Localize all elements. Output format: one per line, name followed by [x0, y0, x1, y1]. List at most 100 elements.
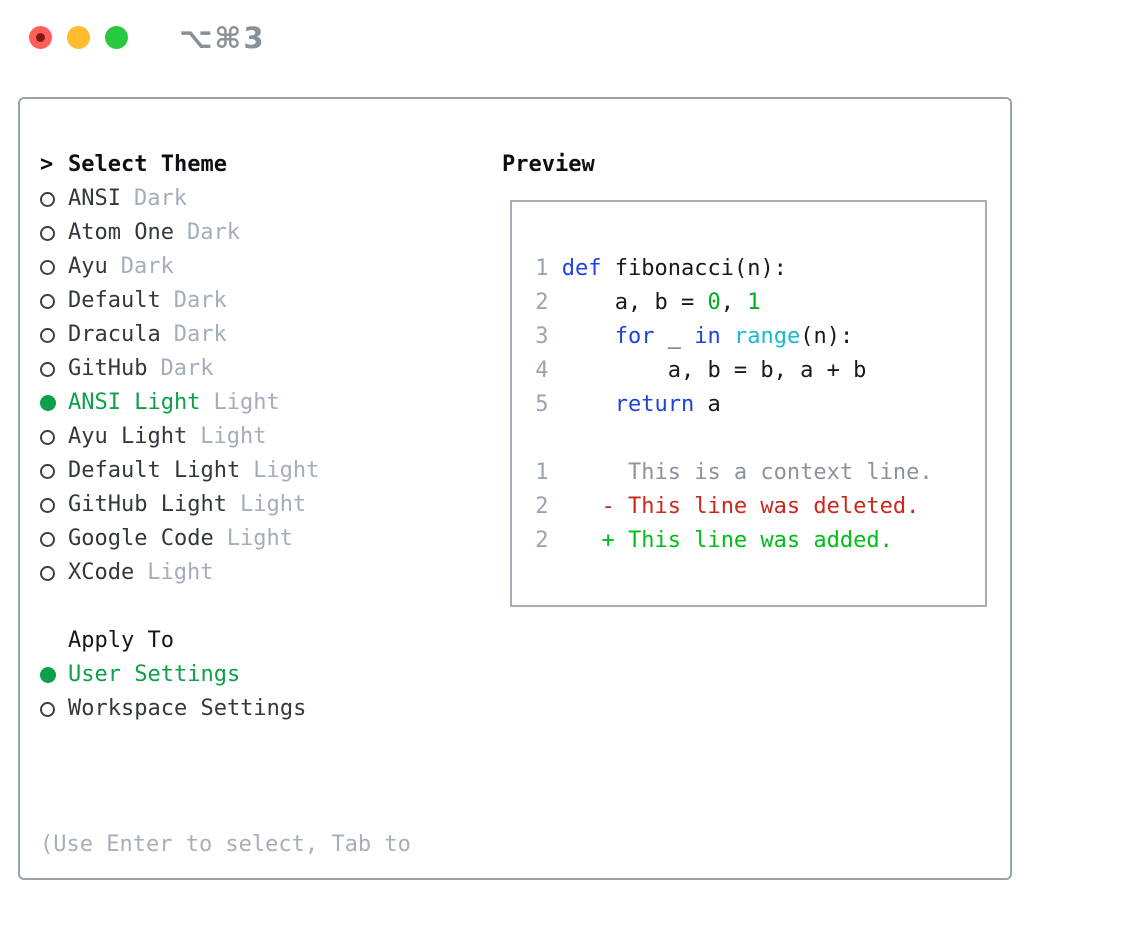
gutter-gap: [549, 528, 562, 553]
minimize-button[interactable]: [67, 26, 90, 49]
apply-to-title: Apply To: [68, 628, 174, 653]
theme-variant-badge: Light: [213, 390, 280, 415]
keyboard-hint-line-2: change focus): [40, 930, 502, 934]
code-token-plain: _: [654, 324, 695, 349]
line-number: 2: [522, 528, 549, 553]
preview-panel: Preview 1 def fibonacci(n): 2 a, b = 0, …: [502, 148, 1010, 878]
apply-to-header: Apply To: [40, 624, 502, 658]
line-number: 1: [522, 256, 549, 281]
theme-name: Default: [68, 288, 161, 313]
select-theme-header: > Select Theme: [40, 148, 502, 182]
blank-code-line: [522, 218, 985, 252]
marker-column: [40, 565, 68, 581]
diff-line-context: 1 This is a context line.: [522, 456, 985, 490]
radio-selected-icon: [40, 395, 56, 411]
radio-icon: [40, 327, 55, 343]
diff-line-deleted: 2 - This line was deleted.: [522, 490, 985, 524]
theme-name: Google Code: [68, 526, 214, 551]
marker-column: [40, 667, 68, 683]
code-token-plain: [562, 324, 615, 349]
theme-name: Ayu: [68, 254, 108, 279]
theme-name: XCode: [68, 560, 135, 585]
radio-icon: [40, 225, 55, 241]
theme-variant-badge: Light: [147, 560, 214, 585]
apply-to-option-label: User Settings: [68, 662, 241, 687]
marker-column: [40, 293, 68, 309]
radio-icon: [40, 259, 55, 275]
preview-title: Preview: [502, 152, 595, 177]
marker-column: [40, 531, 68, 547]
radio-icon: [40, 429, 55, 445]
apply-to-option[interactable]: Workspace Settings: [40, 692, 502, 726]
code-line: 1 def fibonacci(n):: [522, 252, 985, 286]
theme-option[interactable]: GitHub Light Light: [40, 488, 502, 522]
code-preview-box: 1 def fibonacci(n): 2 a, b = 0, 1 3 for …: [510, 200, 987, 607]
gutter-gap: [549, 392, 562, 417]
theme-name: GitHub Light: [68, 492, 227, 517]
zoom-button[interactable]: [105, 26, 128, 49]
gutter-gap: [549, 358, 562, 383]
apply-to-option-label: Workspace Settings: [68, 696, 307, 721]
code-line: 4 a, b = b, a + b: [522, 354, 985, 388]
diff-text-added: + This line was added.: [561, 528, 893, 553]
marker-column: [40, 395, 68, 411]
code-token-keyword: def: [561, 256, 602, 281]
marker-column: >: [40, 148, 68, 182]
theme-option[interactable]: ANSI Light Light: [40, 386, 502, 420]
code-line: 2 a, b = 0, 1: [522, 286, 985, 320]
line-number: 5: [522, 392, 549, 417]
theme-variant-badge: Light: [239, 492, 307, 517]
diff-line-added: 2 + This line was added.: [522, 524, 985, 558]
code-token-plain: a, b =: [561, 290, 708, 315]
code-line: 3 for _ in range(n):: [522, 320, 985, 354]
close-button[interactable]: [29, 26, 52, 49]
marker-column: [40, 361, 68, 377]
theme-option[interactable]: Ayu Light Light: [40, 420, 502, 454]
blank-code-line: [522, 422, 985, 456]
theme-option[interactable]: XCode Light: [40, 556, 502, 590]
theme-option[interactable]: Default Dark: [40, 284, 502, 318]
line-number: 3: [522, 324, 549, 349]
radio-icon: [40, 293, 55, 309]
code-token-keyword: in: [694, 324, 721, 349]
marker-column: [40, 701, 68, 717]
marker-column: [40, 497, 68, 513]
theme-variant-badge: Dark: [173, 288, 227, 313]
radio-icon: [40, 565, 55, 581]
radio-icon: [40, 701, 55, 717]
code-token-plain: fibonacci(n):: [601, 256, 787, 281]
code-token-plain: [562, 392, 615, 417]
theme-variant-badge: Light: [200, 424, 267, 449]
code-line: 5 return a: [522, 388, 985, 422]
apply-to-option[interactable]: User Settings: [40, 658, 502, 692]
window-titlebar: ⌥⌘3: [0, 0, 1140, 75]
code-token-plain: ,: [720, 290, 748, 315]
marker-column: [40, 259, 68, 275]
theme-variant-badge: Light: [253, 458, 320, 483]
radio-icon: [40, 531, 55, 547]
marker-column: [40, 463, 68, 479]
theme-option[interactable]: Atom One Dark: [40, 216, 502, 250]
code-token-plain: a, b = b, a + b: [561, 358, 867, 383]
theme-name: Ayu Light: [68, 424, 188, 449]
theme-name: ANSI Light: [68, 390, 201, 415]
line-number: 2: [522, 290, 549, 315]
spacer: [40, 726, 502, 760]
code-token-plain: a: [694, 392, 721, 417]
theme-name: Atom One: [68, 220, 174, 245]
close-button-dot-icon: [36, 33, 45, 42]
theme-variant-badge: Dark: [160, 356, 214, 381]
keyboard-hint-line-1: (Use Enter to select, Tab to: [40, 832, 411, 857]
theme-variant-badge: Dark: [186, 220, 240, 245]
line-number: 2: [522, 494, 549, 519]
